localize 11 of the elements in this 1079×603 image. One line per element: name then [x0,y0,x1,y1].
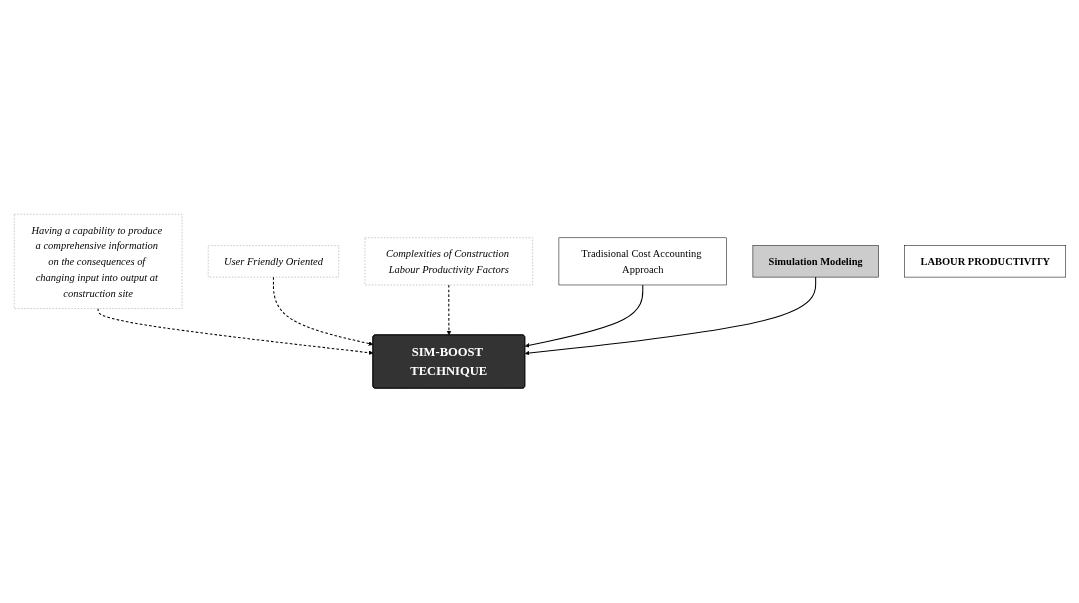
node-box: Simulation Modeling [752,245,879,278]
node-box: Tradisional Cost Accounting Approach [558,237,727,286]
arrow [272,276,373,347]
arrow [446,284,451,336]
node-box: Complexities of Construction Labour Productivity Factors [364,237,533,286]
node-box: Having a capability to produce a comprehensive information on the consequences of changing input into output at construction site [13,214,182,310]
arrow [524,276,816,356]
arrow [524,284,643,348]
node-box: LABOUR PRODUCTIVITY [903,245,1066,278]
node-box: User Friendly Oriented [207,245,339,278]
arrow [97,308,373,356]
